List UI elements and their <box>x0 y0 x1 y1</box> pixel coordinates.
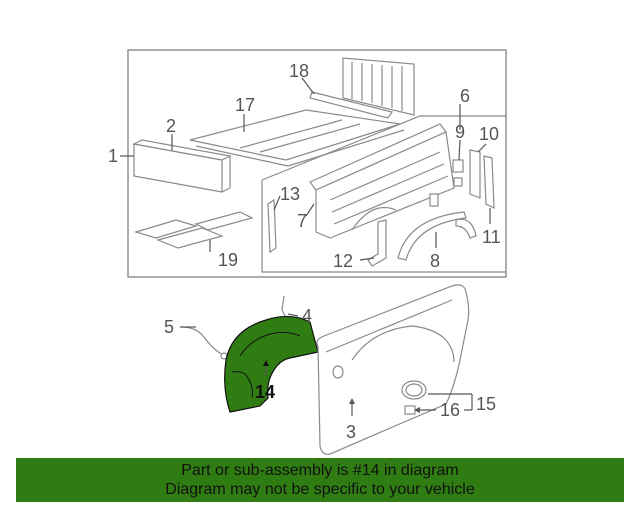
banner-line-2: Diagram may not be specific to your vehi… <box>165 481 475 498</box>
arrow-16 <box>414 407 420 413</box>
box-side-outer-part-3[interactable] <box>316 284 470 455</box>
stake-part-11[interactable] <box>483 155 495 209</box>
callout-4: 4 <box>302 306 312 326</box>
callout-3: 3 <box>346 422 356 442</box>
callout-18: 18 <box>289 61 309 81</box>
tailgate-part-18[interactable] <box>309 57 415 119</box>
wheel-opening-molding-part-8[interactable] <box>397 193 477 261</box>
callout-17: 17 <box>235 95 255 115</box>
front-panel-part-2[interactable] <box>132 139 232 193</box>
bed-side-part-6[interactable] <box>309 123 455 239</box>
callout-11: 11 <box>482 227 501 247</box>
callout-1: 1 <box>108 146 118 166</box>
callout-8: 8 <box>430 251 440 271</box>
info-banner: Part or sub-assembly is #14 in diagram D… <box>16 458 624 502</box>
banner-line-1: Part or sub-assembly is #14 in diagram <box>181 462 459 479</box>
callout-9: 9 <box>455 122 465 142</box>
callout-6: 6 <box>460 86 470 106</box>
bracket-part-4[interactable] <box>281 295 287 319</box>
reinforcement-part-13[interactable] <box>267 198 277 254</box>
bed-side-subframe <box>261 180 506 273</box>
fuel-door-part-15[interactable] <box>401 380 427 400</box>
floor-pan-part-17[interactable] <box>189 109 405 167</box>
clip-part-16[interactable] <box>404 405 416 415</box>
bed-side-subframe-top <box>261 115 506 181</box>
skid-shields-part-19[interactable] <box>133 211 254 249</box>
wheelhouse-liner-part-14[interactable] <box>224 315 319 413</box>
callout-19: 19 <box>218 250 238 270</box>
callout-16: 16 <box>440 400 460 420</box>
callout-13: 13 <box>280 184 300 204</box>
callout-7: 7 <box>297 211 307 231</box>
pillar-part-10[interactable] <box>469 149 481 199</box>
arrow-14 <box>263 360 269 366</box>
callout-10: 10 <box>479 124 499 144</box>
bracket-part-9[interactable] <box>452 159 464 187</box>
brace-part-12[interactable] <box>367 219 387 267</box>
cable-part-5[interactable] <box>181 326 228 360</box>
callout-12: 12 <box>333 251 353 271</box>
callout-14: 14 <box>255 382 275 402</box>
callout-5: 5 <box>164 317 174 337</box>
callout-2: 2 <box>166 116 176 136</box>
callout-15: 15 <box>476 394 496 414</box>
leader-lines <box>120 77 491 416</box>
arrow-3 <box>349 398 355 404</box>
